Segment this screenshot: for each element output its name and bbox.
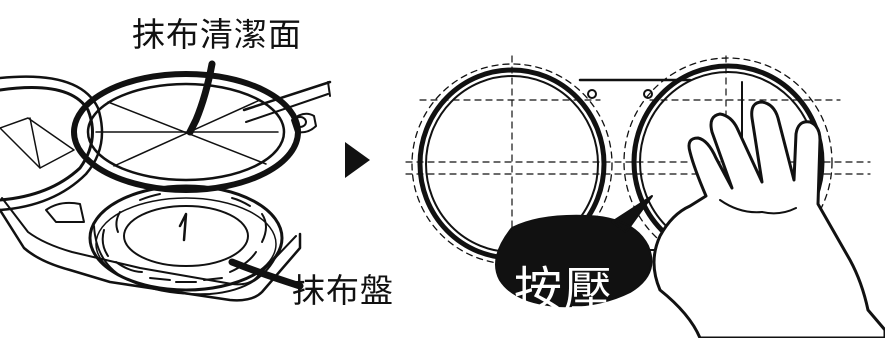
leader-line-tray [228, 258, 304, 290]
arrow-right-icon [345, 142, 370, 178]
hand-icon [652, 100, 885, 338]
cloth-tray-label: 抹布盤 [292, 271, 394, 310]
cleaning-cloth [71, 71, 301, 193]
right-illustration [405, 55, 885, 338]
press-label: 按壓 [514, 262, 615, 318]
left-disc [0, 75, 104, 212]
press-speech-bubble [495, 195, 653, 308]
cloth-surface-label: 抹布清潔面 [132, 15, 302, 54]
cloth-tray [88, 184, 284, 296]
leader-line-cloth [186, 60, 216, 136]
left-illustration [0, 60, 332, 302]
